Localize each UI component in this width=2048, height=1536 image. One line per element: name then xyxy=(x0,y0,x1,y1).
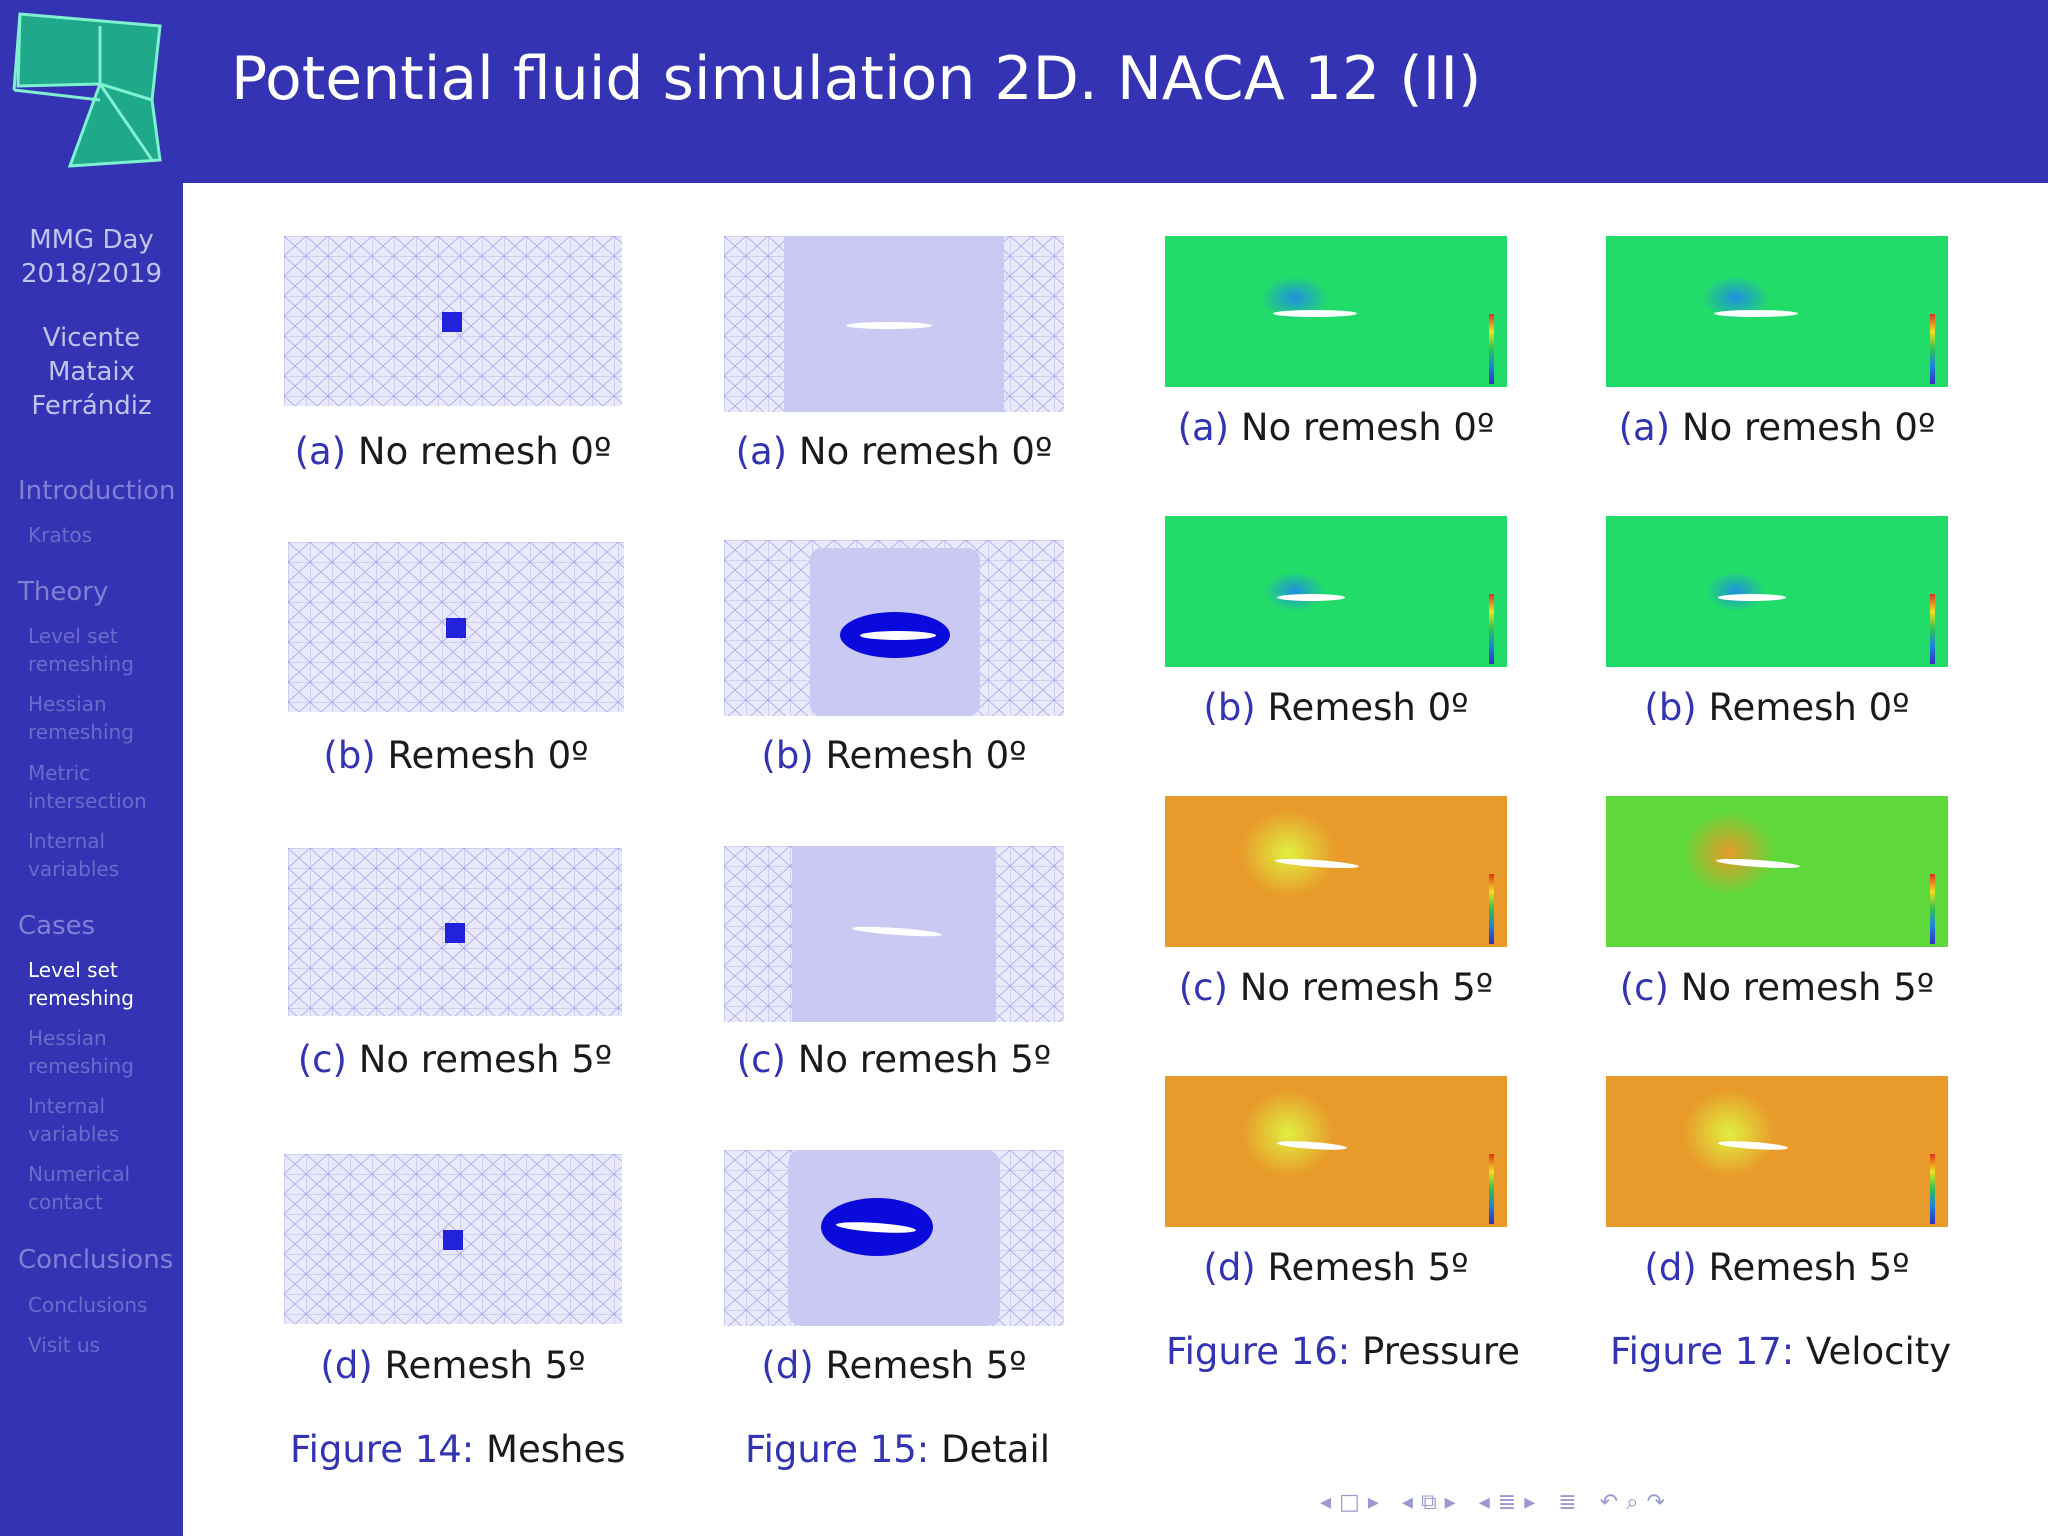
next-frame-icon[interactable]: ▸ xyxy=(1367,1490,1387,1515)
sidebar: MMG Day 2018/2019 Vicente Mataix Ferránd… xyxy=(0,183,183,1536)
sidebar-section-theory[interactable]: Theory xyxy=(18,577,109,607)
figure-caption-velocity: Figure 17: Velocity xyxy=(1610,1330,1952,1373)
mesh-refinement-zone xyxy=(446,618,466,638)
mesh-refinement-zone xyxy=(442,312,462,332)
sidebar-section-conclusions[interactable]: Conclusions xyxy=(18,1245,174,1275)
subcaption-detail-d: (d) Remesh 5º xyxy=(761,1344,1027,1387)
next-section-icon[interactable]: ▸ xyxy=(1524,1490,1544,1515)
pressure-image-remesh-5 xyxy=(1165,1076,1507,1227)
velocity-image-remesh-0 xyxy=(1606,516,1948,667)
airfoil xyxy=(1277,594,1345,601)
mesh-image-no-remesh-0 xyxy=(284,236,622,406)
color-scale-bar xyxy=(1489,314,1494,384)
toc-icon[interactable]: ≣ xyxy=(1558,1490,1585,1515)
sidebar-section-cases[interactable]: Cases xyxy=(18,911,96,941)
mesh-refinement-zone xyxy=(443,1230,463,1250)
beamer-navigation: ◂□▸ ◂⧉▸ ◂≣▸ ≣ ↶⌕↷ xyxy=(1320,1490,1673,1515)
section-icon[interactable]: ≣ xyxy=(1497,1490,1525,1515)
velocity-image-no-remesh-5 xyxy=(1606,796,1948,947)
sidebar-item-theory-internal-variables[interactable]: Internal variables xyxy=(28,829,120,881)
sidebar-item-cases-hessian-remeshing[interactable]: Hessian remeshing xyxy=(28,1026,134,1078)
subcaption-velocity-a: (a) No remesh 0º xyxy=(1618,406,1936,449)
prev-section-icon[interactable]: ◂ xyxy=(1478,1490,1498,1515)
sidebar-item-theory-hessian-remeshing[interactable]: Hessian remeshing xyxy=(28,692,134,744)
subcaption-detail-a: (a) No remesh 0º xyxy=(735,430,1053,473)
color-scale-bar xyxy=(1930,1154,1935,1224)
sidebar-section-introduction[interactable]: Introduction xyxy=(18,476,176,506)
figure-caption-detail: Figure 15: Detail xyxy=(745,1428,1051,1471)
color-scale-bar xyxy=(1489,594,1494,664)
subcaption-velocity-c: (c) No remesh 5º xyxy=(1619,966,1935,1009)
airfoil xyxy=(1273,310,1357,317)
color-scale-bar xyxy=(1930,874,1935,944)
airfoil xyxy=(1274,857,1360,870)
event-name: MMG Day 2018/2019 xyxy=(20,225,163,289)
airfoil xyxy=(846,322,932,329)
airfoil xyxy=(1276,1139,1348,1152)
cube-logo-icon xyxy=(12,12,162,168)
undo-icon[interactable]: ↶ xyxy=(1599,1490,1627,1515)
subcaption-pressure-d: (d) Remesh 5º xyxy=(1203,1246,1469,1289)
author-name: Vicente Mataix Ferrándiz xyxy=(31,323,152,421)
subcaption-meshes-d: (d) Remesh 5º xyxy=(320,1344,586,1387)
subcaption-pressure-a: (a) No remesh 0º xyxy=(1177,406,1495,449)
mesh-refinement-zone xyxy=(445,923,465,943)
sidebar-item-metric-intersection[interactable]: Metric intersection xyxy=(28,761,147,813)
subcaption-detail-b: (b) Remesh 0º xyxy=(761,734,1027,777)
sidebar-item-conclusions[interactable]: Conclusions xyxy=(28,1293,148,1317)
subcaption-meshes-a: (a) No remesh 0º xyxy=(294,430,612,473)
redo-icon[interactable]: ↷ xyxy=(1646,1490,1673,1515)
color-scale-bar xyxy=(1489,1154,1494,1224)
mesh-image-remesh-0 xyxy=(288,542,624,712)
pressure-image-remesh-0 xyxy=(1165,516,1507,667)
search-icon[interactable]: ⌕ xyxy=(1626,1490,1647,1515)
subsection-icon[interactable]: ⧉ xyxy=(1420,1490,1445,1515)
sidebar-item-theory-level-set-remeshing[interactable]: Level set remeshing xyxy=(28,624,134,676)
logo xyxy=(0,0,183,183)
mesh-image-remesh-5 xyxy=(284,1154,622,1324)
color-scale-bar xyxy=(1489,874,1494,944)
subcaption-detail-c: (c) No remesh 5º xyxy=(736,1038,1052,1081)
airfoil xyxy=(860,631,936,640)
subcaption-pressure-b: (b) Remesh 0º xyxy=(1203,686,1469,729)
velocity-image-no-remesh-0 xyxy=(1606,236,1948,387)
next-subsection-icon[interactable]: ▸ xyxy=(1444,1490,1464,1515)
subcaption-velocity-d: (d) Remesh 5º xyxy=(1644,1246,1910,1289)
sidebar-item-cases-internal-variables[interactable]: Internal variables xyxy=(28,1094,120,1146)
pressure-image-no-remesh-0 xyxy=(1165,236,1507,387)
detail-image-no-remesh-5 xyxy=(724,846,1064,1022)
figure-caption-meshes: Figure 14: Meshes xyxy=(290,1428,626,1471)
mesh-image-no-remesh-5 xyxy=(288,848,622,1016)
subcaption-meshes-b: (b) Remesh 0º xyxy=(323,734,589,777)
subcaption-pressure-c: (c) No remesh 5º xyxy=(1178,966,1494,1009)
airfoil xyxy=(1715,857,1801,870)
page-title: Potential fluid simulation 2D. NACA 12 (… xyxy=(231,44,1482,114)
detail-image-no-remesh-0 xyxy=(724,236,1064,412)
airfoil xyxy=(1717,1139,1789,1152)
subcaption-velocity-b: (b) Remesh 0º xyxy=(1644,686,1910,729)
sidebar-item-numerical-contact[interactable]: Numerical contact xyxy=(28,1162,131,1214)
sidebar-item-kratos[interactable]: Kratos xyxy=(28,523,93,547)
sidebar-item-visit-us[interactable]: Visit us xyxy=(28,1333,101,1357)
subcaption-meshes-c: (c) No remesh 5º xyxy=(297,1038,613,1081)
velocity-image-remesh-5 xyxy=(1606,1076,1948,1227)
frame-icon[interactable]: □ xyxy=(1339,1490,1368,1515)
prev-frame-icon[interactable]: ◂ xyxy=(1320,1490,1340,1515)
detail-image-remesh-0 xyxy=(724,540,1064,716)
figure-caption-pressure: Figure 16: Pressure xyxy=(1166,1330,1521,1373)
color-scale-bar xyxy=(1930,314,1935,384)
prev-subsection-icon[interactable]: ◂ xyxy=(1401,1490,1421,1515)
title-bar: Potential fluid simulation 2D. NACA 12 (… xyxy=(183,0,2048,183)
sidebar-item-cases-level-set-remeshing[interactable]: Level set remeshing xyxy=(28,958,134,1010)
airfoil xyxy=(1718,594,1786,601)
color-scale-bar xyxy=(1930,594,1935,664)
detail-image-remesh-5 xyxy=(724,1150,1064,1326)
airfoil xyxy=(1714,310,1798,317)
pressure-image-no-remesh-5 xyxy=(1165,796,1507,947)
